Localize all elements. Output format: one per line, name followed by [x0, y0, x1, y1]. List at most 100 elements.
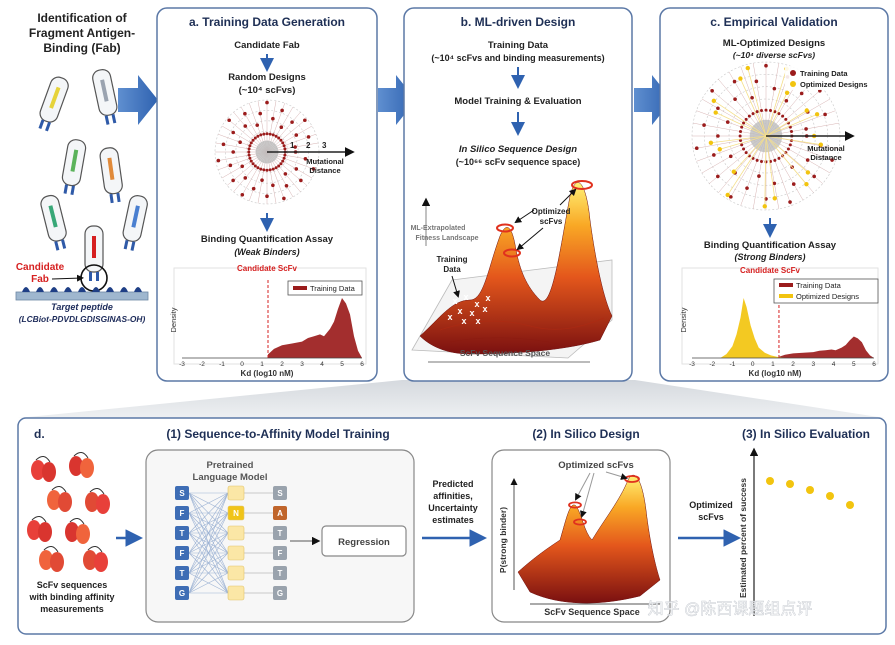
training-point — [738, 134, 742, 138]
radial-c-legend-training: Training Data — [800, 69, 848, 78]
hidden-node-letter: N — [233, 509, 239, 518]
hist-tick: -3 — [179, 361, 185, 368]
success-point — [806, 486, 814, 494]
hidden-node — [227, 565, 245, 581]
training-point — [253, 164, 257, 168]
training-point — [745, 186, 749, 190]
scfv-sequences-label-1: ScFv sequences — [37, 580, 108, 590]
scfv-cartoon — [47, 486, 72, 512]
training-point — [227, 118, 231, 123]
training-point — [265, 168, 269, 172]
training-point — [716, 174, 720, 179]
hist-tick: -3 — [689, 361, 695, 368]
training-point — [781, 114, 785, 118]
panel-d-step1: (1) Sequence-to-Affinity Model Training — [166, 427, 389, 441]
training-point — [294, 133, 299, 137]
training-point — [216, 158, 221, 163]
optimized-label-b-1: Optimized — [532, 207, 571, 216]
optimized-point — [805, 170, 811, 175]
regression-label: Regression — [338, 537, 390, 548]
training-data-text: Training Data — [488, 40, 549, 51]
radial-c-legend-training-swatch — [790, 70, 796, 76]
watermark: 知乎 @陈西课题组点评 — [648, 600, 813, 618]
training-point — [716, 106, 720, 111]
optimized-spoke — [764, 135, 767, 207]
training-point — [268, 168, 272, 172]
mutational-distance-c-1: Mutational — [807, 144, 845, 153]
model-training-text: Model Training & Evaluation — [454, 96, 581, 107]
hist-series-training — [268, 298, 362, 358]
optimized-point — [725, 192, 730, 198]
optimized-peak-marker-1 — [571, 180, 593, 190]
optimized-spoke — [765, 110, 808, 137]
p-strong-binder-axis: P(strong binder) — [498, 507, 508, 573]
svg-text:x: x — [452, 296, 457, 306]
training-point — [712, 153, 716, 157]
training-point — [805, 158, 810, 162]
optimized-spoke — [765, 92, 788, 137]
output-token — [273, 526, 287, 540]
training-point — [268, 132, 272, 136]
target-peptide-sequence: (LCBiot-PDVDLGDISGINAS-OH) — [19, 314, 146, 324]
evaluation-scatter — [766, 477, 854, 509]
arrow-b-to-c — [634, 75, 672, 125]
plm-label-2: Language Model — [193, 472, 268, 483]
training-point — [243, 176, 248, 180]
optimized-point — [708, 140, 714, 145]
training-point — [773, 110, 777, 114]
svg-text:x: x — [474, 299, 479, 309]
training-point — [231, 178, 235, 183]
scfv-cartoon — [27, 516, 52, 542]
fab-tube-6 — [122, 195, 148, 251]
hist-tick: 3 — [812, 361, 816, 368]
training-point — [764, 63, 768, 68]
panel-c-title: c. Empirical Validation — [710, 15, 837, 29]
training-point — [231, 150, 235, 154]
training-point — [290, 120, 294, 124]
optimized-point — [717, 147, 722, 152]
candidate-fab-label-1: Candidate — [16, 262, 65, 273]
target-surface — [15, 291, 149, 301]
svg-text:x: x — [482, 304, 487, 314]
training-point — [274, 166, 278, 170]
predicted-label-4: estimates — [432, 515, 474, 525]
left-column: Identification of Fragment Antigen- Bind… — [15, 11, 149, 324]
hist-a-legend-label: Training Data — [310, 284, 356, 293]
training-point — [303, 118, 307, 123]
input-token-letter: G — [179, 589, 185, 598]
optimized-spoke — [765, 135, 807, 185]
hist-tick: 1 — [771, 361, 775, 368]
optimized-scfvs-title: Optimized scFvs — [558, 460, 634, 471]
training-point — [784, 117, 788, 121]
scfv-cartoon — [83, 546, 108, 572]
svg-text:x: x — [475, 316, 480, 326]
training-point — [274, 134, 278, 138]
hidden-node — [227, 525, 245, 541]
success-point — [826, 492, 834, 500]
radial-c-legend — [785, 66, 881, 90]
training-point — [259, 167, 263, 171]
panel-b: b. ML-driven Design Training Data (~10⁴ … — [403, 7, 633, 382]
training-point — [754, 79, 759, 84]
mutational-distance-a-2: Distance — [309, 166, 340, 175]
input-token — [175, 526, 189, 540]
training-point — [742, 121, 746, 125]
hist-tick: 2 — [791, 361, 795, 368]
optimized-point — [731, 169, 737, 174]
training-point — [255, 123, 260, 127]
training-point — [738, 138, 742, 142]
left-title-2: Fragment Antigen- — [29, 26, 135, 40]
optimized-arrow-label-2: scFvs — [698, 512, 724, 522]
hist-tick: 0 — [751, 361, 755, 368]
training-point — [262, 168, 266, 172]
training-point — [248, 144, 252, 148]
optimized-peak-marker-2 — [503, 248, 521, 258]
training-point — [777, 156, 781, 160]
training-data-label-b-1: Training — [436, 255, 467, 264]
input-token — [175, 486, 189, 500]
training-point — [277, 136, 281, 140]
estimated-success-axis: Estimated percent of success — [738, 478, 748, 598]
optimized-spoke — [719, 135, 767, 150]
output-token — [273, 486, 287, 500]
